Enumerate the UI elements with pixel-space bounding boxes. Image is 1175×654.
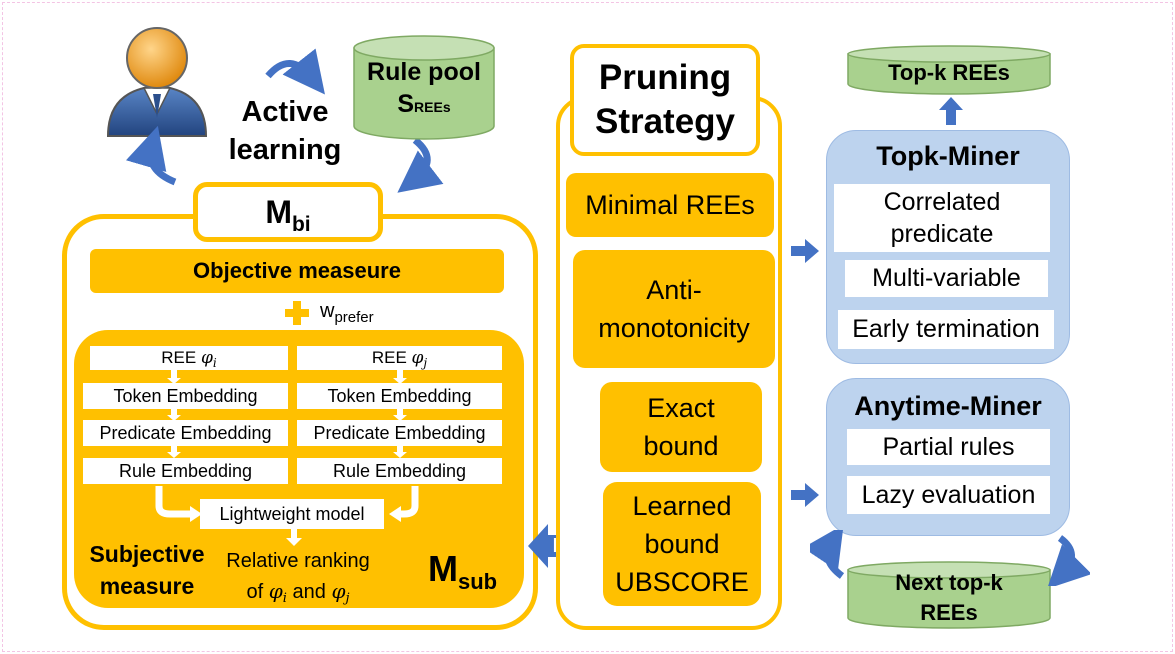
correlated-predicate-box: Correlated predicate [834, 184, 1050, 252]
active-learning-label: Active learning [215, 92, 355, 170]
embedding-arrows-icon [155, 370, 419, 546]
ree-phi-i-label: REE φi [161, 348, 217, 370]
ree-phi-j-label: REE φj [371, 348, 428, 370]
rule-embedding-right: Rule Embedding [297, 458, 502, 484]
right-arrow-anytime-icon [791, 483, 819, 507]
minimal-rees-box: Minimal REEs [566, 173, 774, 237]
user-avatar-icon [106, 27, 208, 137]
anytime-miner-title: Anytime-Miner [854, 390, 1042, 421]
right-arrow-topk-icon [791, 239, 819, 263]
rule-embedding-left: Rule Embedding [83, 458, 288, 484]
partial-rules-box: Partial rules [847, 429, 1050, 465]
ree-phi-i-box: REE φi [90, 346, 288, 370]
anti-monotonicity-box: Anti- monotonicity [573, 250, 775, 368]
lazy-evaluation-box: Lazy evaluation [847, 476, 1050, 514]
next-cycle-arrows-icon [810, 530, 1090, 586]
rule-pool-title: Rule pool [367, 57, 481, 86]
multi-variable-box: Multi-variable [845, 260, 1048, 297]
m-bi-title-box: Mbi [193, 182, 383, 242]
exact-bound-box: Exact bound [600, 382, 762, 472]
predicate-embedding-right: Predicate Embedding [297, 420, 502, 446]
token-embedding-left: Token Embedding [83, 383, 288, 409]
next-topk-label: Next top-k REEs [895, 570, 1003, 625]
m-sub-label: Msub [428, 548, 498, 594]
objective-measure-label: Objective measeure [193, 258, 401, 283]
rule-pool-cylinder [353, 35, 495, 140]
relative-ranking-label: Relative ranking of φi and φj [226, 550, 370, 606]
next-topk-cylinder [847, 561, 1051, 629]
pruning-title-box: Pruning Strategy [570, 44, 760, 156]
topk-rees-cylinder [847, 45, 1051, 95]
topk-rees-label: Top-k REEs [888, 60, 1010, 85]
m-bi-title: Mbi [265, 193, 311, 236]
plus-icon [285, 301, 309, 325]
early-termination-box: Early termination [838, 310, 1054, 349]
objective-measure-box: Objective measeure [90, 249, 504, 293]
rule-pool-set: SREEs [397, 89, 451, 118]
subjective-measure-label: Subjective measure [89, 541, 205, 599]
token-embedding-right: Token Embedding [297, 383, 502, 409]
active-learning-line2: learning [228, 134, 342, 166]
ree-phi-j-box: REE φj [297, 346, 502, 370]
rule-pool-label: Rule pool SREEs [352, 54, 496, 124]
topk-miner-title: Topk-Miner [876, 140, 1020, 171]
cycle-arrows-icon [125, 48, 444, 193]
learned-bound-box: Learned bound UBSCORE [603, 482, 761, 606]
lightweight-model-box: Lightweight model [200, 499, 384, 529]
up-arrow-icon [939, 97, 963, 125]
w-prefer-label: wprefer [320, 300, 374, 326]
predicate-embedding-left: Predicate Embedding [83, 420, 288, 446]
active-learning-line1: Active [241, 96, 329, 128]
